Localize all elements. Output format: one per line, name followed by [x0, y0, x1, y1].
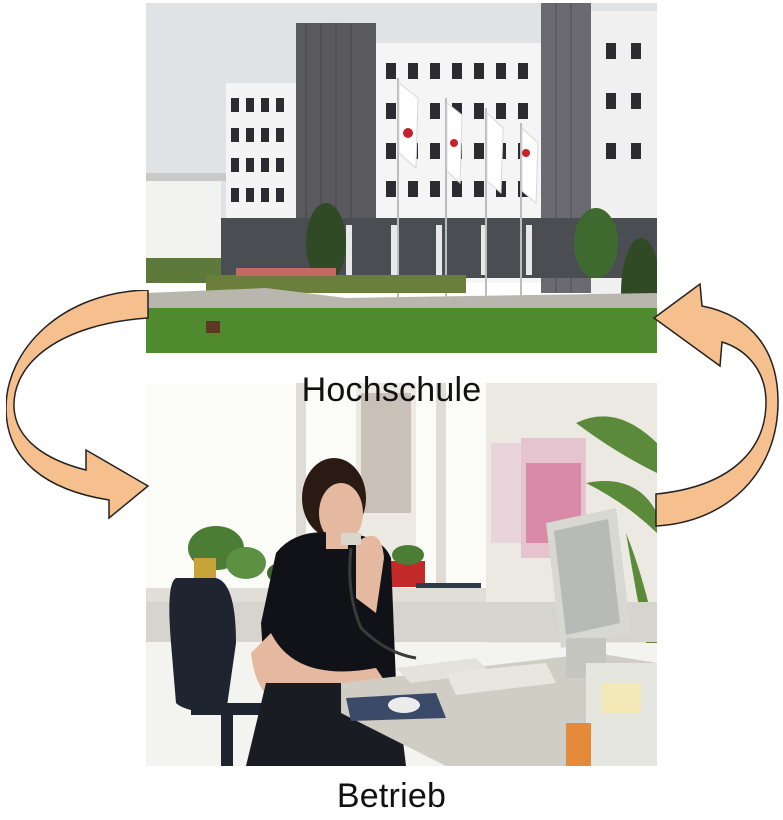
office-worker-photo	[146, 383, 657, 766]
university-label: Hochschule	[301, 371, 482, 409]
left-curved-arrow-icon	[6, 290, 150, 520]
university-building-photo	[146, 3, 657, 353]
right-curved-arrow-icon	[652, 282, 779, 527]
company-label: Betrieb	[336, 777, 447, 815]
